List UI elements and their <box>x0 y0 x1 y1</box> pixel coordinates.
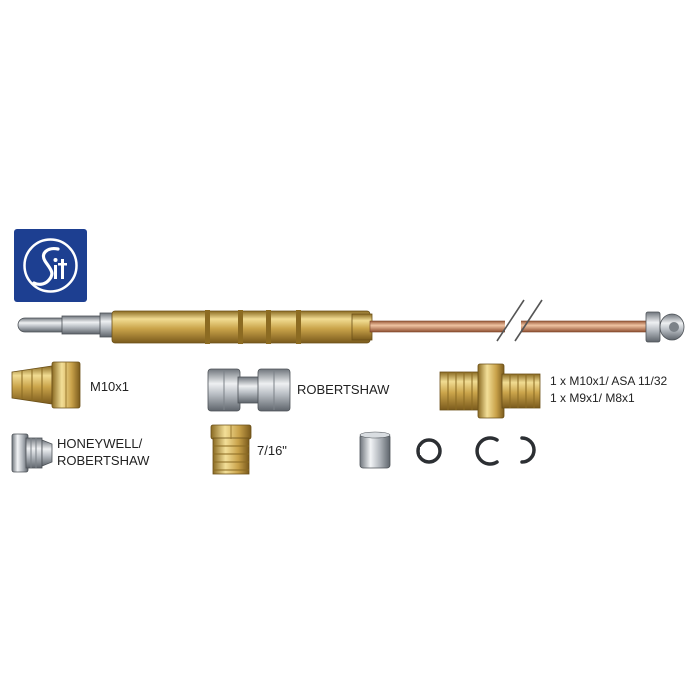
steel-sleeve <box>359 431 391 469</box>
brass-nut-m10x1 <box>11 361 81 409</box>
label-m10x1: M10x1 <box>90 379 130 394</box>
steel-fitting-honeywell <box>11 433 53 473</box>
copper-capillary <box>369 299 656 342</box>
steel-coupler-robertshaw <box>207 368 291 412</box>
thermocouple-assembly <box>17 299 685 344</box>
sit-logo <box>14 229 87 302</box>
label-adapter-line1: 1 x M10x1/ ASA 11/32 <box>550 374 668 388</box>
brass-adapter-double <box>439 363 541 419</box>
sit-logo-icon <box>23 238 78 293</box>
label-honeywell-line2: ROBERTSHAW <box>57 453 150 468</box>
retaining-ring-c-large <box>475 436 499 466</box>
label-size-7-16: 7/16" <box>257 443 287 458</box>
brass-body <box>111 310 373 344</box>
retaining-ring-round <box>416 438 442 464</box>
end-nut <box>645 311 685 343</box>
label-adapter-line2: 1 x M9x1/ M8x1 <box>550 391 635 405</box>
label-robertshaw: ROBERTSHAW <box>297 382 390 397</box>
brass-nut-7-16 <box>210 424 252 475</box>
probe-tip <box>17 312 115 338</box>
retaining-ring-c-small <box>520 436 536 464</box>
label-honeywell-line1: HONEYWELL/ <box>57 436 143 451</box>
